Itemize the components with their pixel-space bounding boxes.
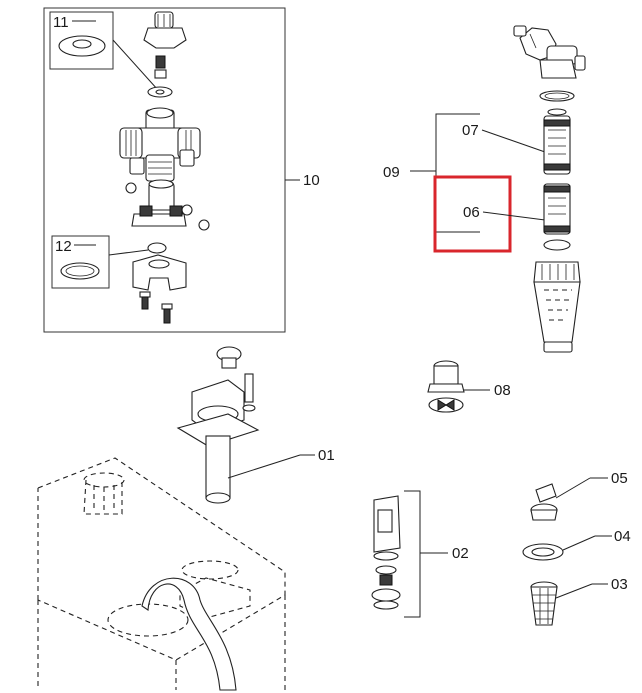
ring-04: 04 (522, 528, 631, 561)
callout-07[interactable]: 07 (462, 122, 479, 139)
filter-assembly: 09 07 06 (383, 25, 586, 353)
seal (147, 242, 167, 254)
distributor-body (119, 107, 201, 182)
callout-01[interactable]: 01 (318, 447, 335, 464)
filter-bowl (533, 261, 581, 353)
callout-11[interactable]: 11 (53, 14, 69, 31)
nozzle-08: 08 (427, 360, 511, 413)
nozzle-05: 05 (530, 470, 628, 521)
callout-12[interactable]: 12 (55, 238, 72, 255)
mounting-clamp (132, 254, 187, 291)
callout-10[interactable]: 10 (303, 172, 320, 189)
callout-02[interactable]: 02 (452, 545, 469, 562)
filter-head (513, 25, 586, 79)
assembly-10: 10 11 12 (43, 7, 320, 333)
filter-cartridge-06 (543, 183, 571, 235)
highlight-box-06 (433, 175, 512, 253)
tank-outline (37, 457, 286, 661)
callout-05[interactable]: 05 (611, 470, 628, 487)
callout-08[interactable]: 08 (494, 382, 511, 399)
inset-12-frame (51, 235, 110, 289)
tank-lid (83, 472, 125, 515)
assembly-02: 02 (371, 490, 469, 618)
callout-06[interactable]: 06 (463, 204, 480, 221)
valve-01: 01 (176, 346, 335, 504)
tank (37, 457, 286, 691)
screws (139, 291, 173, 324)
valve-knob (143, 11, 187, 49)
o-ring-bottom (543, 239, 571, 251)
callout-09[interactable]: 09 (383, 164, 400, 181)
callout-03[interactable]: 03 (611, 576, 628, 593)
spring (155, 55, 166, 69)
strainer-03: 03 (530, 576, 628, 626)
nut (125, 182, 137, 194)
o-ring-12 (60, 262, 100, 280)
valve-housing (131, 179, 187, 227)
filter-cartridge-07 (543, 115, 571, 175)
assembly-10-frame (43, 7, 286, 333)
callout-04[interactable]: 04 (614, 528, 631, 545)
